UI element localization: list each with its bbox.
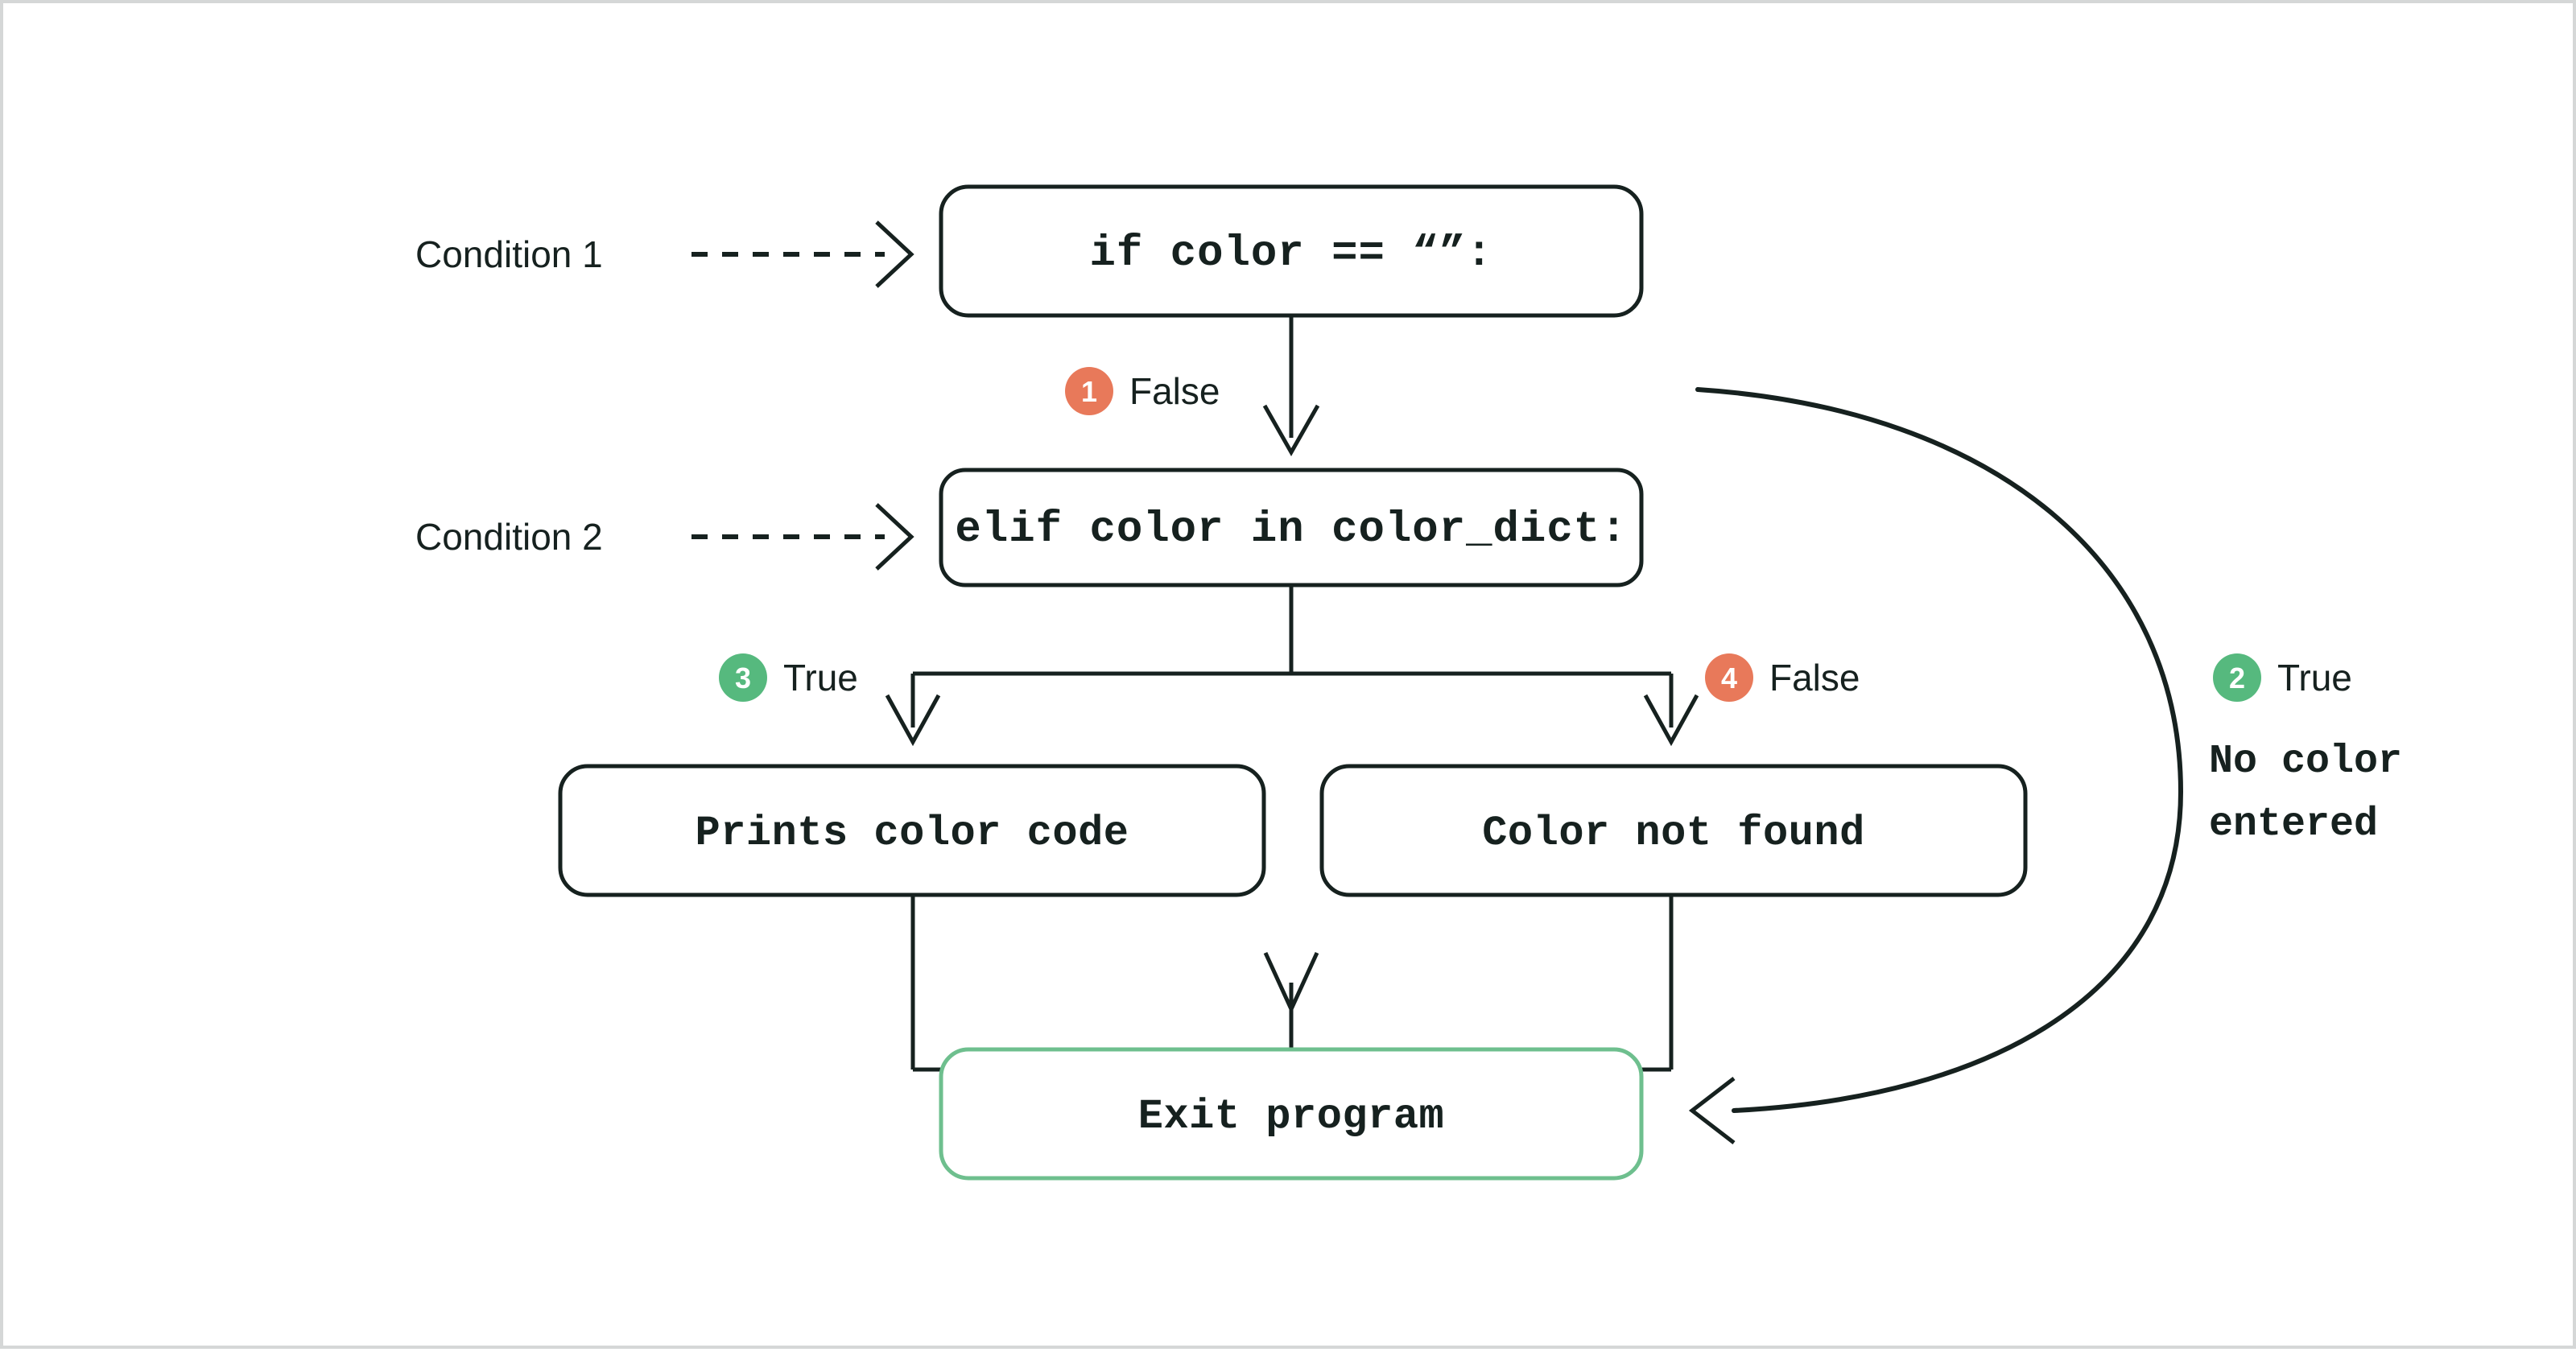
branch-2-badge-circle xyxy=(2213,653,2261,702)
branch-2-number: 2 xyxy=(2229,662,2245,695)
node-not-found-label: Color not found xyxy=(1482,810,1865,857)
node-exit-label: Exit program xyxy=(1138,1093,1444,1140)
connector-elif-split xyxy=(885,585,1699,747)
node-elif-condition[interactable]: elif color in color_dict: xyxy=(939,468,1644,587)
condition-1-label: Condition 1 xyxy=(415,233,603,275)
condition-1-pointer xyxy=(691,221,914,288)
condition-2-label: Condition 2 xyxy=(415,516,603,558)
annotation-line-1: No color xyxy=(2209,739,2402,785)
branch-2-label: True xyxy=(2277,657,2352,699)
branch-1-badge-circle xyxy=(1065,367,1113,415)
node-exit-program[interactable]: Exit program xyxy=(939,1047,1644,1181)
node-color-not-found[interactable]: Color not found xyxy=(1319,764,2028,897)
connector-true-loop-to-exit xyxy=(1688,387,2184,1144)
branch-4-label: False xyxy=(1769,657,1860,699)
branch-badge-3: 3 True xyxy=(719,653,858,702)
flowchart-diagram: if color == “”: elif color in color_dict… xyxy=(415,184,2402,1181)
node-prints-label: Prints color code xyxy=(696,810,1129,857)
branch-3-badge-circle xyxy=(719,653,767,702)
branch-badge-4: 4 False xyxy=(1705,653,1860,702)
node-if-label: if color == “”: xyxy=(1089,229,1492,278)
node-elif-label: elif color in color_dict: xyxy=(955,505,1627,554)
branch-3-label: True xyxy=(783,657,858,699)
branch-4-badge-circle xyxy=(1705,653,1753,702)
node-prints-color-code[interactable]: Prints color code xyxy=(558,764,1266,897)
node-if-condition[interactable]: if color == “”: xyxy=(939,184,1644,318)
annotation-line-2: entered xyxy=(2209,802,2378,847)
condition-2-pointer xyxy=(691,503,914,571)
connector-merge-to-exit xyxy=(910,895,1674,1072)
branch-badge-1: 1 False xyxy=(1065,367,1220,415)
branch-1-label: False xyxy=(1129,370,1220,412)
connector-if-to-elif xyxy=(1262,315,1320,457)
branch-1-number: 1 xyxy=(1081,375,1097,408)
branch-badge-2: 2 True xyxy=(2213,653,2352,702)
branch-3-number: 3 xyxy=(735,662,751,695)
branch-4-number: 4 xyxy=(1721,662,1737,695)
annotation-no-color-entered: No color entered xyxy=(2209,739,2402,847)
